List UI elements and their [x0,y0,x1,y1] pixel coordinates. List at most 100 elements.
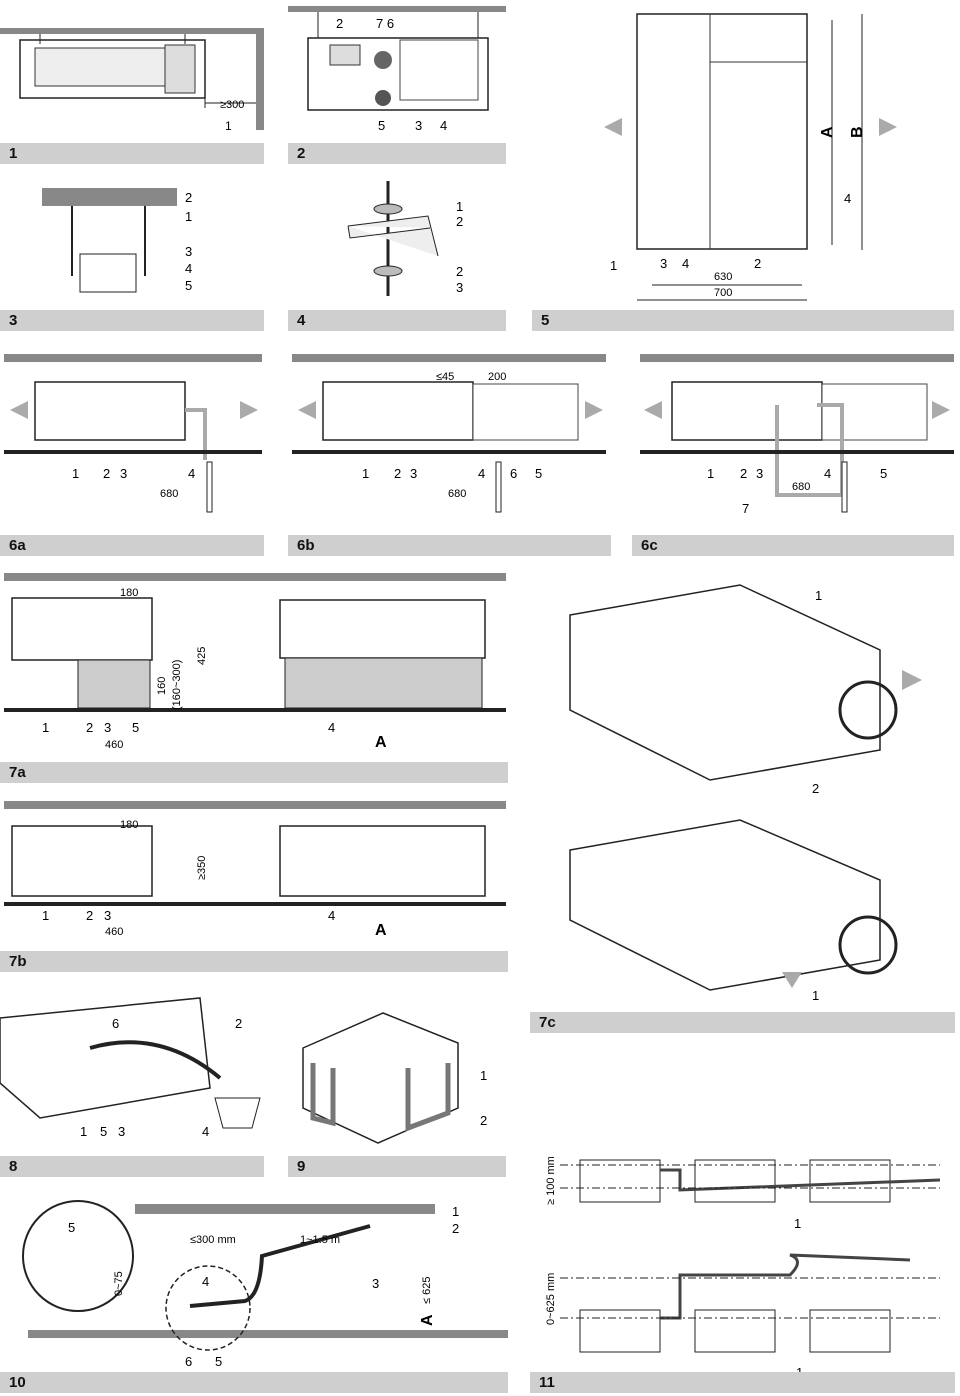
f3-callout-5: 5 [185,278,192,293]
airflow-up-arrow-icon [782,972,802,988]
figure-7c-caption-bar: 7c [530,1012,955,1033]
f6b-callout-3: 3 [410,466,417,481]
f5-dim-B: B [849,126,866,138]
figure-4: 1 2 2 3 4 [288,176,508,334]
figure-8-label: 8 [9,1158,18,1175]
f10-dim-0-75: 0~75 [113,1271,125,1296]
f6a-callout-1: 1 [72,466,79,481]
figure-6b: ≤45 200 1 2 3 4 6 5 680 6b [288,350,613,558]
figure-7a-drawing: 180 425 160 (160~300) 1 2 3 5 460 4 A [4,573,506,751]
f10-dim-300mm: ≤300 mm [190,1234,236,1246]
f7b-callout-2: 2 [86,908,93,923]
figure-7c: 1 2 1 7c [530,580,960,1035]
f4-callout-2a: 2 [456,214,463,229]
f4-callout-2b: 2 [456,264,463,279]
f3-callout-3: 3 [185,244,192,259]
f10-callout-4: 4 [202,1274,209,1289]
f7c-callout-1: 1 [815,588,822,603]
f6c-callout-7: 7 [742,501,749,516]
f7a-callout-3: 3 [104,720,111,735]
figure-6c-label: 6c [641,537,658,554]
figure-1-drawing: ≥300 1 [0,28,264,133]
figure-9-label: 9 [297,1158,306,1175]
f6c-dim-680: 680 [792,481,810,493]
figure-9-caption-bar: 9 [288,1156,506,1177]
f4-callout-3: 3 [456,280,463,295]
figure-1-label: 1 [9,145,18,162]
f8-callout-4: 4 [202,1124,209,1139]
f1-callout-clearance: ≥300 [220,99,244,111]
f6b-callout-6: 6 [510,466,517,481]
f6a-dim-680: 680 [160,488,178,500]
figure-7c-drawing: 1 2 1 [569,584,922,1003]
f5-callout-3: 3 [660,256,667,271]
f6b-callout-4: 4 [478,466,485,481]
f5-dim-A: A [819,126,836,138]
f9-callout-1: 1 [480,1068,487,1083]
figure-2-drawing: 2 7 6 5 3 4 [288,6,506,133]
f6c-callout-3: 3 [756,466,763,481]
figure-7b-caption-bar: 7b [0,951,508,972]
f10-dim-A: A [419,1314,436,1326]
f7a-dim-A: A [375,734,387,751]
f5-callout-2: 2 [754,256,761,271]
f5-dim-630: 630 [714,271,732,283]
f7a-callout-5: 5 [132,720,139,735]
figure-11: ≥ 100 mm 1 0~625 mm 1 11 [530,1150,960,1396]
figure-6a: 1 2 3 4 680 6a [0,350,270,558]
f6a-callout-3: 3 [120,466,127,481]
figure-9-drawing: 1 2 [302,1012,487,1144]
f7a-dim-160-300: (160~300) [171,660,183,710]
f6b-callout-2: 2 [394,466,401,481]
figure-7b-drawing: 180 ≥350 1 2 3 460 4 A [4,801,506,939]
figure-10-drawing: 5 0~75 ≤300 mm 1~1.5 m 1 2 4 3 ≤ 625 A 6… [22,1200,508,1369]
f7a-dim-425: 425 [196,647,208,665]
figure-6a-label: 6a [9,537,26,554]
f7a-callout-1: 1 [42,720,49,735]
f7b-dim-A: A [375,922,387,939]
f10-dim-1-1.5m: 1~1.5 m [300,1234,340,1246]
f5-callout-4: 4 [844,191,851,206]
figure-6a-drawing: 1 2 3 4 680 [4,354,262,513]
figure-1-caption-bar: 1 [0,143,264,164]
figure-5-label: 5 [541,312,550,329]
figure-1: ≥300 1 1 [0,0,270,168]
f6b-dim-680: 680 [448,488,466,500]
f3-callout-2: 2 [185,190,192,205]
figure-8: 6 2 1 5 3 4 8 [0,988,270,1180]
figure-2-caption-bar: 2 [288,143,506,164]
figure-7c-label: 7c [539,1014,556,1031]
f7b-dim-180: 180 [120,819,138,831]
f2-callout-3: 3 [415,118,422,133]
figure-7a: 180 425 160 (160~300) 1 2 3 5 460 4 A 7a [0,570,510,785]
figure-5-caption-bar: 5 [532,310,954,331]
f4-callout-1: 1 [456,199,463,214]
f7b-callout-3: 3 [104,908,111,923]
figure-11-label: 11 [539,1374,555,1391]
f7c-callout-2: 2 [812,781,819,796]
figure-11-drawing: ≥ 100 mm 1 0~625 mm 1 [545,1156,941,1380]
f10-callout-5-detail: 5 [68,1220,75,1235]
figure-3: 2 1 3 4 5 3 [0,176,270,334]
f5-callout-4b: 4 [682,256,689,271]
f8-callout-1: 1 [80,1124,87,1139]
figure-11-caption-bar: 11 [530,1372,955,1393]
figure-8-caption-bar: 8 [0,1156,264,1177]
f3-callout-4: 4 [185,261,192,276]
figure-7b-label: 7b [9,953,27,970]
f6b-callout-5: 5 [535,466,542,481]
figure-6a-caption-bar: 6a [0,535,264,556]
f3-callout-1: 1 [185,209,192,224]
f6c-callout-4: 4 [824,466,831,481]
figure-7b: 180 ≥350 1 2 3 460 4 A 7b [0,798,510,976]
f7a-dim-160: 160 [156,677,168,695]
f6a-callout-2: 2 [103,466,110,481]
f11-callout-1: 1 [794,1216,801,1231]
figure-10: 5 0~75 ≤300 mm 1~1.5 m 1 2 4 3 ≤ 625 A 6… [0,1196,510,1396]
figure-8-drawing: 6 2 1 5 3 4 [0,997,261,1139]
f7b-dim-350: ≥350 [196,856,208,880]
f8-callout-5: 5 [100,1124,107,1139]
figure-7a-label: 7a [9,764,26,781]
figure-3-caption-bar: 3 [0,310,264,331]
f10-dim-625: ≤ 625 [421,1277,433,1304]
